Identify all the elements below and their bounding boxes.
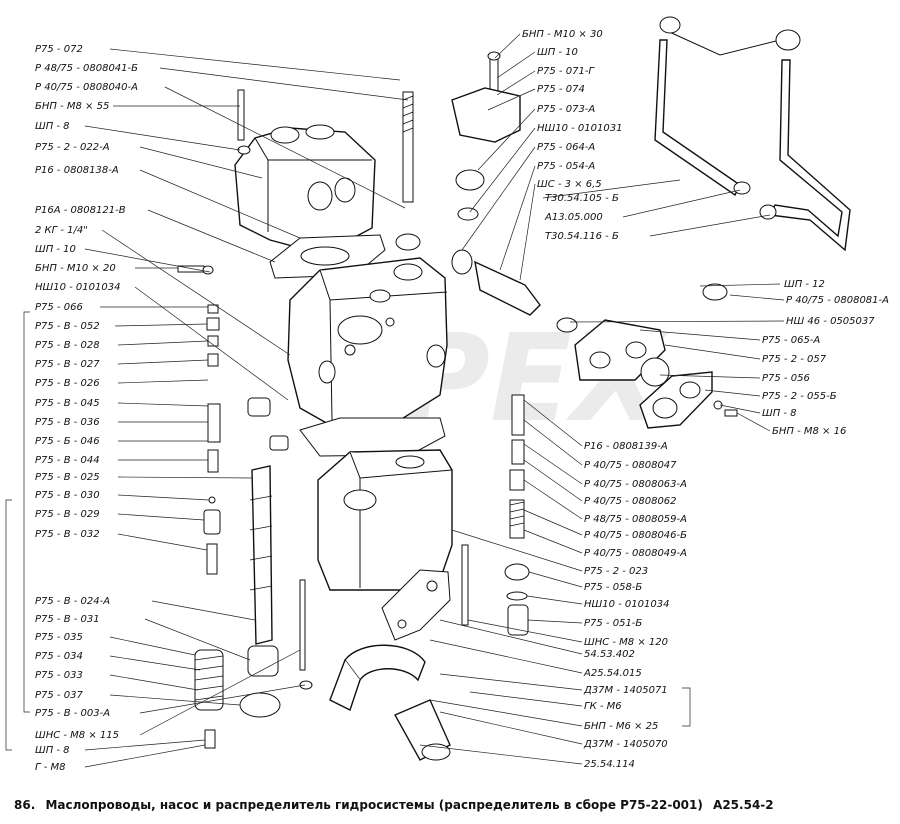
label-part: Р 40/75 - 0808049-А: [584, 548, 687, 559]
figure-number: 86.: [14, 798, 36, 812]
label-part: Р75 - 2 - 055-Б: [762, 391, 837, 402]
left-labels: Р75 - 072 Р 48/75 - 0808041-Б Р 40/75 - …: [35, 44, 138, 773]
label-part: Р75 - 035: [35, 632, 83, 643]
label-part: Д37М - 1405071: [583, 685, 668, 696]
label-part: БНП - М8 × 55: [35, 101, 109, 112]
label-part: Р75 - В - 024-А: [35, 596, 110, 607]
label-part: НШ10 - 0101034: [584, 599, 669, 610]
mid-right-labels: Р16 - 0808139-А Р 40/75 - 0808047 Р 40/7…: [583, 441, 687, 770]
figure-caption: 86. Маслопроводы, насос и распределитель…: [14, 798, 886, 812]
label-part: Р75 - В - 029: [35, 509, 100, 520]
label-part: Р75 - В - 025: [35, 472, 100, 483]
label-part: Р75 - 071-Г: [537, 66, 595, 77]
label-part: Р75 - 056: [762, 373, 810, 384]
label-part: Р75 - 065-А: [762, 335, 820, 346]
label-part: ГК - М6: [584, 701, 622, 712]
label-part: Р75 - В - 027: [35, 359, 100, 370]
label-part: ШС - 3 × 6,5: [537, 179, 602, 190]
label-part: ШП - 8: [762, 408, 797, 419]
figure-title: Маслопроводы, насос и распределитель гид…: [45, 798, 703, 812]
figure-code: A25.54-2: [713, 798, 774, 812]
label-part: Р75 - 034: [35, 651, 83, 662]
label-part: Р75 - 058-Б: [584, 582, 642, 593]
label-part: Р75 - 2 - 022-А: [35, 142, 110, 153]
label-part: Р16 - 0808139-А: [584, 441, 668, 452]
label-part: Р75 - В - 028: [35, 340, 100, 351]
label-part: Р75 - Б - 046: [35, 436, 100, 447]
right-labels: ШП - 12 Р 40/75 - 0808081-А НШ 46 - 0505…: [762, 279, 889, 437]
label-part: Р 40/75 - 0808046-Б: [584, 530, 687, 541]
label-part: Р75 - 033: [35, 670, 83, 681]
label-part: Р75 - В - 031: [35, 614, 100, 625]
top-mid-labels: БНП - М10 × 30 ШП - 10 Р75 - 071-Г Р75 -…: [522, 29, 622, 190]
label-part: БНП - М6 × 25: [584, 721, 658, 732]
label-part: ШНС - М8 × 115: [35, 730, 119, 741]
label-part: ШП - 8: [35, 745, 70, 756]
label-part: БНП - М10 × 20: [35, 263, 116, 274]
label-part: Р75 - В - 026: [35, 378, 100, 389]
label-part: Р 40/75 - 0808040-А: [35, 82, 138, 93]
label-part: А13.05.000: [544, 212, 603, 223]
label-part: Р75 - 073-А: [537, 104, 595, 115]
label-part: Р75 - 054-А: [537, 161, 595, 172]
label-part: Р75 - 051-Б: [584, 618, 642, 629]
label-part: Р75 - В - 036: [35, 417, 100, 428]
label-part: Р 48/75 - 0808041-Б: [35, 63, 138, 74]
label-part: Р 40/75 - 0808081-А: [786, 295, 889, 306]
label-part: Р 40/75 - 0808062: [584, 496, 677, 507]
label-part: ШП - 10: [35, 244, 76, 255]
label-part: НШ10 - 0101031: [537, 123, 622, 134]
top-right-labels: Т30.54.105 - Б А13.05.000 Т30.54.116 - Б: [544, 193, 619, 242]
label-part: 54.53.402: [584, 649, 635, 660]
label-part: Д37М - 1405070: [583, 739, 668, 750]
label-part: Р75 - В - 045: [35, 398, 100, 409]
leader-lines: [5, 33, 785, 768]
label-part: ШП - 8: [35, 121, 70, 132]
label-part: ШП - 10: [537, 47, 578, 58]
label-part: Р75 - 074: [537, 84, 585, 95]
label-part: Р16 - 0808138-А: [35, 165, 119, 176]
label-part: Р75 - 064-А: [537, 142, 595, 153]
label-part: Г - М8: [35, 762, 66, 773]
label-part: Р75 - В - 030: [35, 490, 100, 501]
label-part: Р75 - В - 044: [35, 455, 100, 466]
label-part: НШ10 - 0101034: [35, 282, 120, 293]
label-part: Т30.54.116 - Б: [545, 231, 619, 242]
label-part: Р75 - В - 003-А: [35, 708, 110, 719]
label-part: ШП - 12: [784, 279, 825, 290]
label-part: Р75 - 037: [35, 690, 83, 701]
label-part: Р75 - 066: [35, 302, 83, 313]
label-part: Т30.54.105 - Б: [545, 193, 619, 204]
label-part: Р75 - В - 052: [35, 321, 100, 332]
label-part: А25.54.015: [583, 668, 642, 679]
label-part: 25.54.114: [584, 759, 635, 770]
label-part: БНП - М8 × 16: [772, 426, 846, 437]
label-part: НШ 46 - 0505037: [786, 316, 875, 327]
label-part: Р16А - 0808121-В: [35, 205, 126, 216]
label-part: Р 40/75 - 0808047: [584, 460, 677, 471]
label-part: Р75 - 072: [35, 44, 83, 55]
label-part: БНП - М10 × 30: [522, 29, 603, 40]
label-part: Р 40/75 - 0808063-А: [584, 479, 687, 490]
label-part: 2 КГ - 1/4": [35, 225, 88, 236]
label-part: ШНС - М8 × 120: [584, 637, 668, 648]
label-part: Р75 - 2 - 057: [762, 354, 827, 365]
label-part: Р 48/75 - 0808059-А: [584, 514, 687, 525]
label-part: Р75 - В - 032: [35, 529, 100, 540]
label-part: Р75 - 2 - 023: [584, 566, 648, 577]
